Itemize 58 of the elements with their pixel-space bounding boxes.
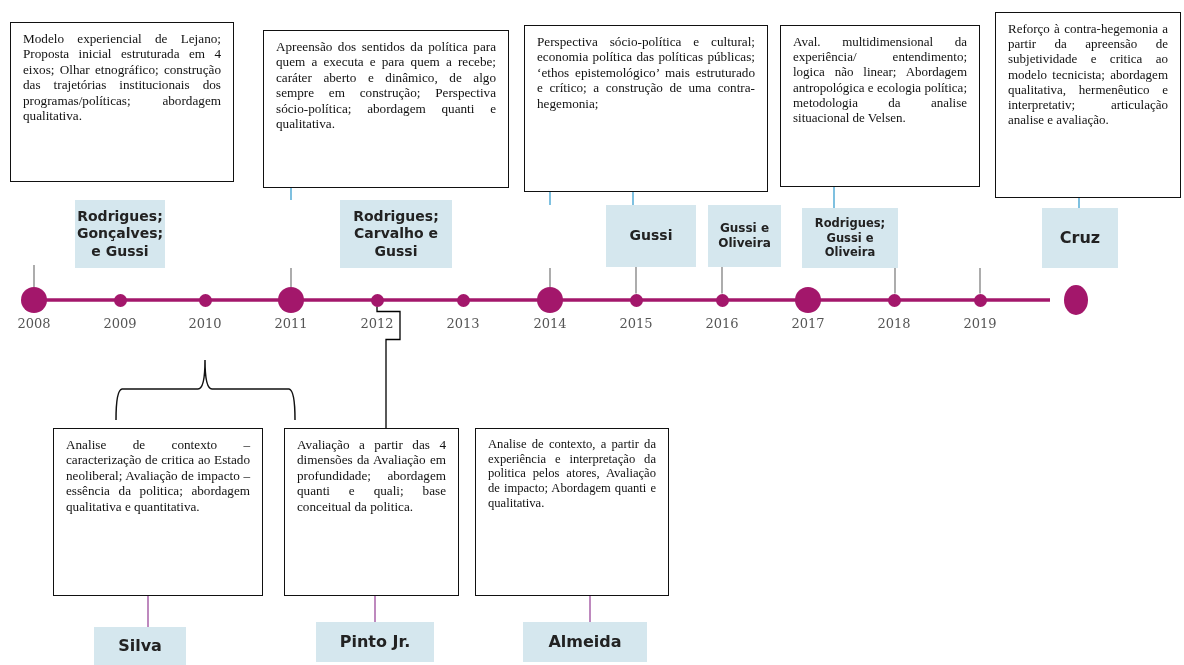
connector-line xyxy=(33,264,35,288)
author-label: Pinto Jr. xyxy=(316,622,434,662)
connector-line xyxy=(833,186,835,209)
connector-line xyxy=(979,267,981,295)
connector-line xyxy=(376,305,401,429)
connector-line xyxy=(635,266,637,295)
description-box: Analise de contexto – caracterização de critica ao Estado neoliberal; Avaliação de impacto – essência da politica; abordagem qualitativa e quantitativa. xyxy=(53,428,263,596)
description-box: Reforço à contra-hegemonia a partir da apreensão de subjetividade e critica ao modelo tecnicista; abordagem qualitativa, hermenêutico e interpretativ; articulação analise e avaliação. xyxy=(995,12,1181,198)
description-box: Apreensão dos sentidos da política para quem a executa e para quem a recebe; caráter aberto e dinâmico, de algo sempre em construção; Perspectiva sócio-política; abordagem quanti e qualitativa. xyxy=(263,30,509,188)
timeline-dot xyxy=(1064,285,1088,315)
author-label: Rodrigues; Gonçalves; e Gussi xyxy=(75,200,165,268)
year-label: 2017 xyxy=(791,316,825,331)
connector-line xyxy=(147,595,149,628)
year-label: 2018 xyxy=(877,316,911,331)
timeline-dot xyxy=(198,293,212,307)
year-label: 2014 xyxy=(533,316,567,331)
year-label: 2013 xyxy=(446,316,480,331)
connector-line xyxy=(549,191,551,206)
description-box: Analise de contexto, a partir da experiência e interpretação da politica pelos atores, Avaliação de impacto; Abordagem quanti e qualitativa. xyxy=(475,428,669,596)
timeline-dot xyxy=(715,293,729,307)
connector-line xyxy=(894,267,896,295)
author-label: Rodrigues; Gussi e Oliveira xyxy=(802,208,898,268)
connector-line xyxy=(290,267,292,288)
year-label: 2008 xyxy=(17,316,51,331)
description-box: Modelo experiencial de Lejano; Proposta inicial estruturada em 4 eixos; Olhar etnográfico; construção das trajetórias institucionais dos programas/políticas; abordagem qualitativa. xyxy=(10,22,234,182)
year-label: 2009 xyxy=(103,316,137,331)
timeline-dot xyxy=(973,293,987,307)
timeline-dot xyxy=(537,287,563,313)
author-label: Cruz xyxy=(1042,208,1118,268)
timeline-dot xyxy=(456,293,470,307)
connector-line xyxy=(374,595,376,623)
connector-line xyxy=(721,266,723,295)
author-label: Rodrigues; Carvalho e Gussi xyxy=(340,200,452,268)
connector-line xyxy=(1078,197,1080,209)
description-box: Aval. multidimensional da experiência/ entendimento; logica não linear; Abordagem antropológica e ecologia política; metodologia da analise situacional de Velsen. xyxy=(780,25,980,187)
timeline-dot xyxy=(795,287,821,313)
year-label: 2019 xyxy=(963,316,997,331)
year-label: 2011 xyxy=(274,316,308,331)
timeline-dot xyxy=(21,287,47,313)
year-label: 2015 xyxy=(619,316,653,331)
connector-line xyxy=(549,267,551,288)
year-label: 2012 xyxy=(360,316,394,331)
year-label: 2016 xyxy=(705,316,739,331)
timeline-dot xyxy=(370,293,384,307)
author-label: Gussi xyxy=(606,205,696,267)
description-box: Avaliação a partir das 4 dimensões da Avaliação em profundidade; abordagem quanti e quali; base conceitual da politica. xyxy=(284,428,459,596)
author-label: Gussi e Oliveira xyxy=(708,205,781,267)
description-box: Perspectiva sócio-política e cultural; economia política das políticas públicas; ‘ethos epistemológico’ mais estruturado e crítico; a construção de uma contra-hegemonia; xyxy=(524,25,768,192)
timeline-dot xyxy=(278,287,304,313)
timeline-dot xyxy=(113,293,127,307)
timeline-dot xyxy=(887,293,901,307)
connector-line xyxy=(632,191,634,206)
connector-line xyxy=(290,187,292,201)
author-label: Almeida xyxy=(523,622,647,662)
connector-line xyxy=(589,595,591,623)
author-label: Silva xyxy=(94,627,186,665)
timeline-dot xyxy=(629,293,643,307)
year-label: 2010 xyxy=(188,316,222,331)
